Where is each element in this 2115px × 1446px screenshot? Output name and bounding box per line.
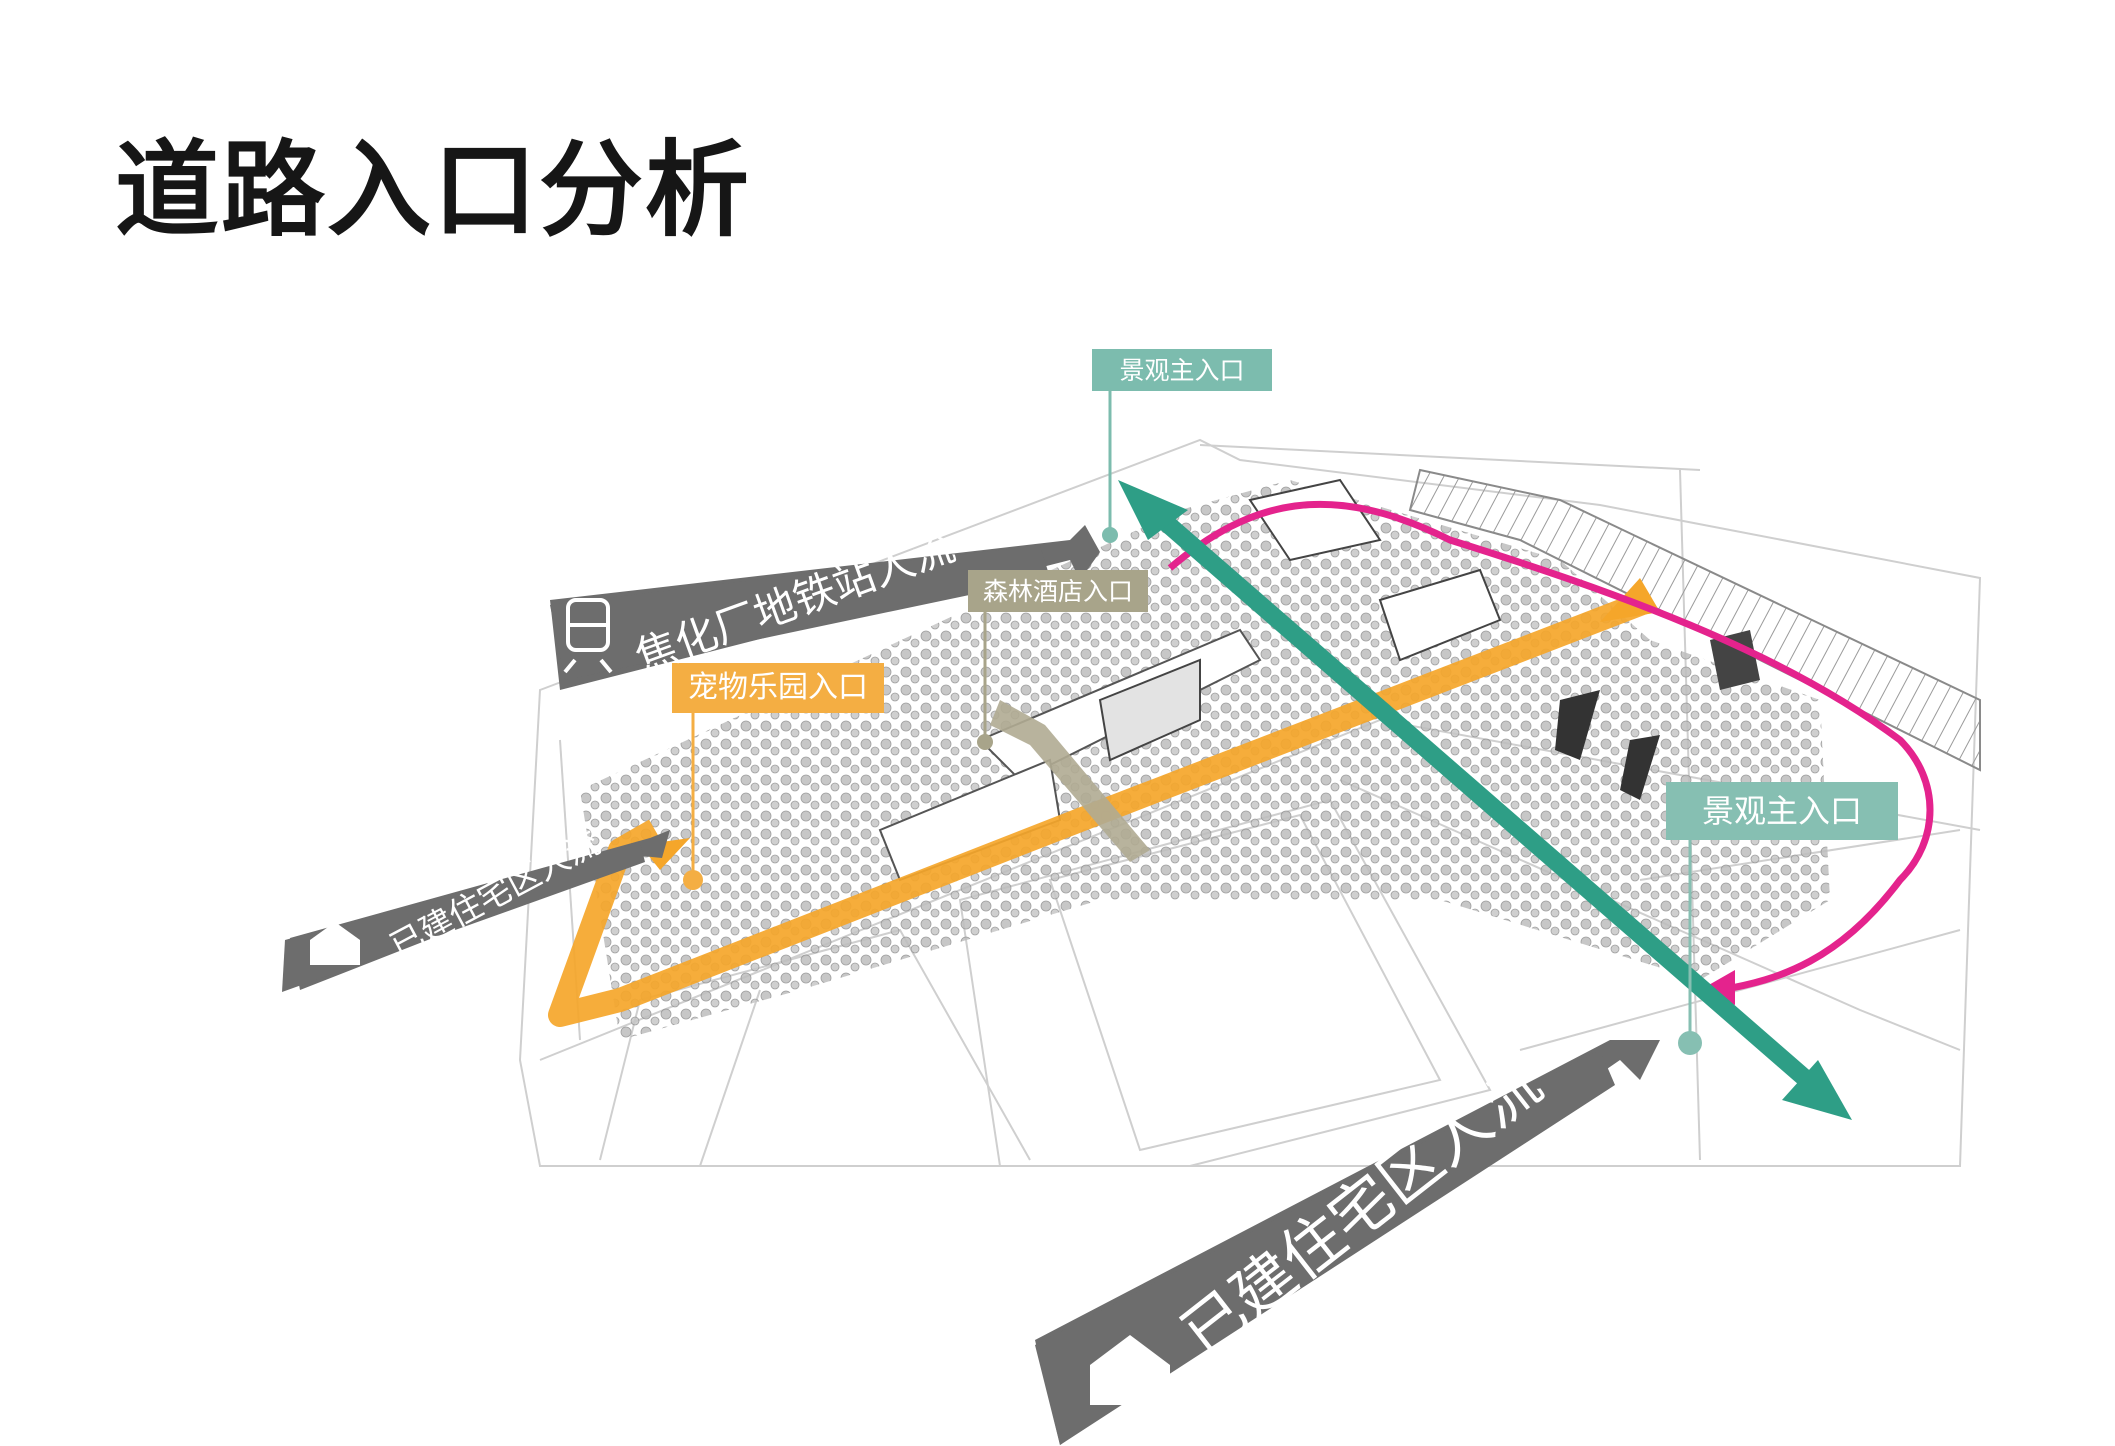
forest-hotel-arrow [990, 700, 1150, 862]
landscape-axis [1134, 493, 1836, 1107]
forest-hotel-entrance-label: 森林酒店入口 [968, 570, 1148, 612]
pet-park-entrance-label: 宠物乐园入口 [672, 663, 884, 713]
page-title: 道路入口分析 [115, 129, 752, 251]
landscape-loop-arrow [1700, 970, 1735, 1005]
hotel-dot [977, 734, 993, 750]
metro-flow-band-body [550, 545, 1050, 680]
landscape-main-entrance-top-label: 景观主入口 [1092, 349, 1272, 391]
landscape-main-top-dot [1102, 527, 1118, 543]
house-icon [310, 922, 360, 965]
residential-small-flow-band-body [282, 842, 645, 992]
landscape-main-entrance-right-label: 景观主入口 [1666, 782, 1898, 840]
residential-big-flow-band-body [1035, 1050, 1615, 1445]
house-icon [1090, 1335, 1170, 1405]
landscape-axis-arrow-top [1118, 480, 1188, 540]
train-icon [563, 598, 613, 674]
landscape-main-right-dot [1678, 1031, 1702, 1055]
landscape-axis-arrow-bottom [1782, 1060, 1852, 1120]
pet-dot [683, 870, 703, 890]
landscape-loop-route [1167, 500, 1934, 994]
